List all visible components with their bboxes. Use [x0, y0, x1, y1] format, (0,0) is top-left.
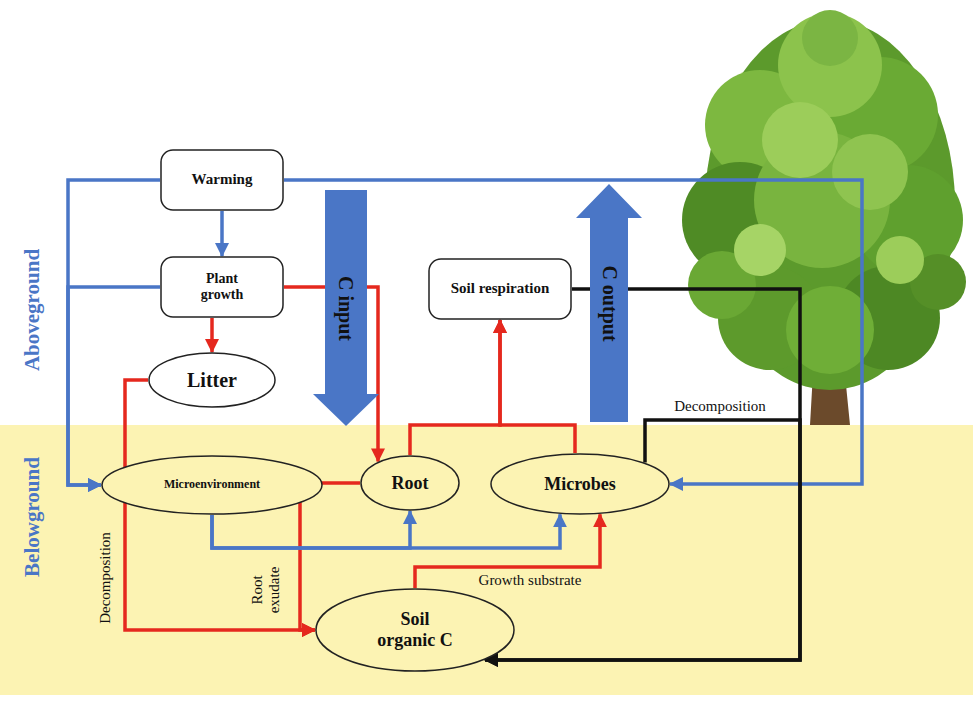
connector: [210, 318, 214, 352]
pool-ellipse: Litter: [148, 352, 276, 408]
region-label: Aboveground: [20, 249, 44, 371]
connector: [410, 320, 500, 455]
connector: [68, 287, 160, 485]
node-text: Litter: [187, 369, 237, 392]
big-arrow: [313, 190, 379, 426]
node-text: Warming: [192, 171, 253, 188]
connector: [500, 320, 575, 453]
node-text: Microenvironment: [164, 478, 260, 492]
connector: [485, 289, 800, 660]
pool-ellipse: Microbes: [490, 453, 670, 515]
process-box: Soil respiration: [428, 258, 572, 320]
pool-ellipse: Root: [360, 455, 460, 511]
region-label: Belowground: [20, 457, 44, 577]
edge-label: Growth substrate: [479, 572, 582, 589]
node-text: Microbes: [544, 474, 616, 495]
tree-canopy: [682, 10, 966, 390]
ellipse-outline: [102, 456, 322, 514]
ellipse-outline: [491, 454, 669, 514]
ellipse-outline: [361, 456, 459, 510]
box-outline: [429, 259, 571, 319]
pool-ellipse: Soil organic C: [315, 588, 515, 672]
leaf-cluster: [876, 236, 924, 284]
leaf-cluster: [734, 224, 786, 276]
connector: [212, 511, 410, 548]
edge-label: Decomposition: [674, 398, 766, 415]
belowground-band: [0, 425, 973, 695]
connector: [485, 420, 800, 660]
edge-label: Root exudate: [249, 559, 284, 621]
leaf-cluster: [832, 134, 908, 210]
node-text: Plant growth: [187, 271, 257, 303]
connector: [220, 211, 224, 256]
process-box: Plant growth: [160, 256, 284, 318]
driver-box: Warming: [160, 149, 284, 211]
node-text: C input: [335, 275, 358, 340]
node-text: C output: [598, 265, 621, 341]
leaf-cluster: [762, 102, 838, 178]
flux-arrow: C output: [576, 184, 642, 422]
flux-arrow: C input: [313, 190, 379, 426]
edge-label: Decomposition: [97, 532, 114, 624]
big-arrow: [576, 184, 642, 422]
node-text: Soil respiration: [451, 280, 549, 297]
node-text: Root: [392, 473, 429, 494]
ellipse-outline: [316, 589, 514, 671]
connector: [68, 180, 160, 485]
node-text: Soil organic C: [370, 609, 460, 650]
box-outline: [161, 150, 283, 210]
pool-ellipse: Microenvironment: [101, 455, 323, 515]
connector: [284, 180, 862, 484]
leaf-cluster: [802, 10, 858, 66]
connector: [212, 514, 560, 548]
box-outline: [161, 257, 283, 317]
ellipse-outline: [149, 353, 275, 407]
